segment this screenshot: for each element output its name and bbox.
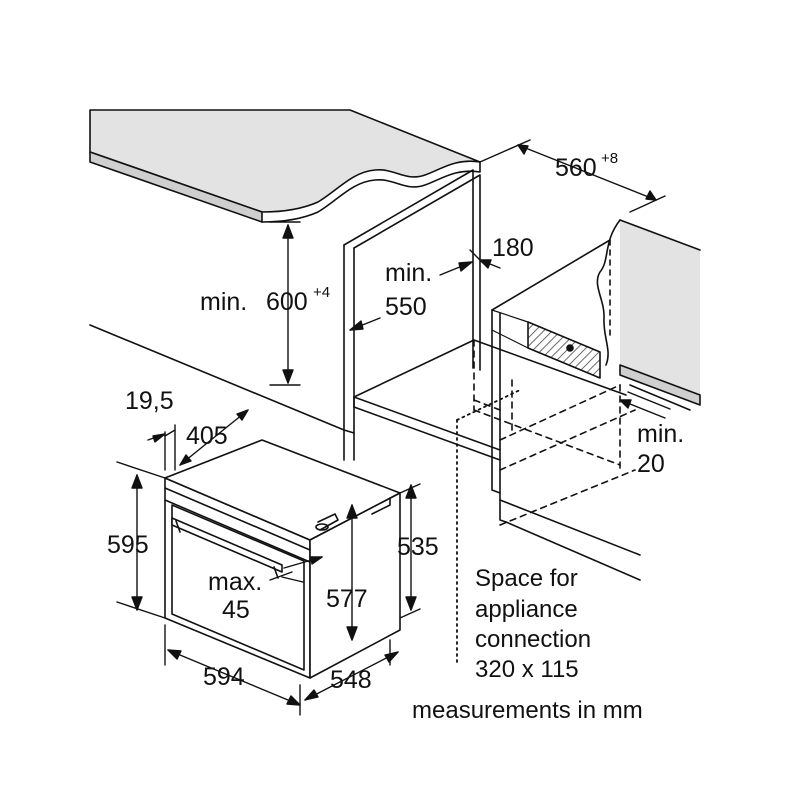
worktop-left xyxy=(89,109,481,223)
worktop-right xyxy=(596,219,701,406)
oven-appliance xyxy=(164,439,401,679)
dim-550-label: min. xyxy=(385,259,432,287)
connection-point xyxy=(566,344,574,352)
dim-577: 577 xyxy=(326,585,368,613)
appliance-connection-area xyxy=(527,321,601,379)
dim-560-tolerance: +8 xyxy=(601,150,618,167)
dim-405: 405 xyxy=(186,422,228,450)
dim-600-prefix: min. xyxy=(200,288,247,316)
dim-600: 600 xyxy=(266,288,308,316)
connection-note-line-4: 320 x 115 xyxy=(475,656,579,683)
connection-note-line-3: connection xyxy=(475,626,591,653)
dimension-lines xyxy=(116,139,671,716)
dim-19-5: 19,5 xyxy=(125,387,174,415)
dim-600-tolerance: +4 xyxy=(313,284,330,301)
units-note: measurements in mm xyxy=(412,697,643,724)
cabinet-niche xyxy=(89,169,691,581)
connection-note-line-1: Space for xyxy=(475,565,578,592)
dim-595: 595 xyxy=(107,531,149,559)
dim-550: 550 xyxy=(385,293,427,321)
dim-560: 560 xyxy=(555,154,597,182)
dim-535: 535 xyxy=(397,533,439,561)
dim-594: 594 xyxy=(203,663,245,691)
dimension-labels: 560 +8 min. 600 +4 min. 550 180 min. 20 … xyxy=(107,150,684,694)
dim-45: 45 xyxy=(222,596,250,624)
dim-180: 180 xyxy=(492,234,534,262)
dim-45-label: max. xyxy=(208,568,262,596)
notes: Space for appliance connection 320 x 115… xyxy=(412,565,643,724)
dim-20: 20 xyxy=(637,450,665,478)
niche-hidden-lines xyxy=(473,239,636,526)
dim-20-label: min. xyxy=(637,420,684,448)
dim-548: 548 xyxy=(330,666,372,694)
connection-note-line-2: appliance xyxy=(475,596,578,623)
